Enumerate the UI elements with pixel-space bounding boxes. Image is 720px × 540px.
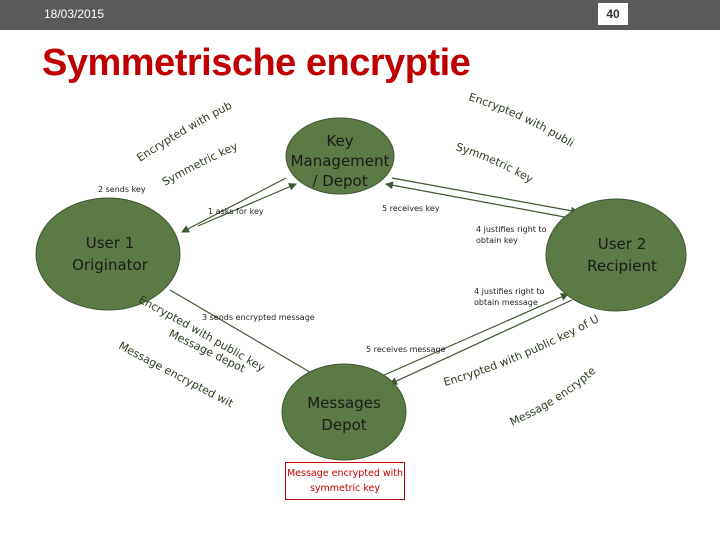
label-justifies-message-line2: obtain message (474, 298, 538, 307)
user1-line1: User 1 (86, 234, 135, 252)
label-receives-message: 5 receives message (366, 345, 446, 354)
arrow-user1-to-key (197, 183, 297, 227)
note-box-line1: Message encrypted with (286, 468, 404, 479)
label-justifies-message-line1: 4 justifies right to (474, 287, 545, 296)
curve-encrypted-public-user1: Encrypted with public key of user 1 (0, 0, 234, 164)
arrow-messages-to-user2 (381, 293, 569, 377)
key-management-node: Key Management / Depot (285, 117, 395, 195)
user2-line2: Recipient (587, 257, 657, 275)
messages-depot-line2: Depot (321, 416, 366, 434)
user2-line1: User 2 (598, 235, 647, 253)
curve-encrypted-public-user2-lower: Encrypted with public key of User 2 (0, 0, 601, 389)
arrow-user2-to-key (385, 181, 571, 219)
note-box-line2: symmetric key (309, 483, 381, 494)
label-asks-for-key: 1 asks for key (208, 207, 264, 216)
slide-date: 18/03/2015 (44, 7, 105, 21)
key-management-line3: / Depot (312, 172, 367, 190)
key-management-line2: Management (291, 152, 390, 170)
arrow-key-to-user1 (181, 177, 287, 233)
curve-symmetric-key-left: Symmetric key (160, 139, 240, 188)
slide-title: Symmetrische encryptie (42, 42, 471, 84)
messages-depot-node: Messages Depot (281, 363, 407, 461)
label-receives-key: 5 receives key (382, 204, 440, 213)
curve-symmetric-key-right: Symmetric key (454, 140, 536, 186)
curve-encrypted-public-user2: Encrypted with public key of user 2 (0, 0, 576, 150)
page-number: 40 (598, 3, 628, 25)
key-management-line1: Key (326, 132, 353, 150)
label-justifies-key-line1: 4 justifies right to (476, 225, 547, 234)
arrow-user2-to-messages (389, 299, 573, 385)
arrow-key-to-user2 (391, 177, 579, 215)
user2-node: User 2 Recipient (545, 198, 687, 312)
arrow-user1-to-messages (169, 289, 321, 379)
user1-node: User 1 Originator (35, 197, 181, 311)
note-box: Message encrypted with symmetric key (285, 462, 405, 500)
connector-lines (169, 177, 579, 385)
step-labels: 2 sends key 1 asks for key 5 receives ke… (98, 185, 547, 354)
label-sends-encrypted-message: 3 sends encrypted message (202, 313, 315, 322)
label-justifies-key-line2: obtain key (476, 236, 518, 245)
messages-depot-line1: Messages (307, 394, 381, 412)
user1-line2: Originator (72, 256, 149, 274)
label-sends-key: 2 sends key (98, 185, 146, 194)
